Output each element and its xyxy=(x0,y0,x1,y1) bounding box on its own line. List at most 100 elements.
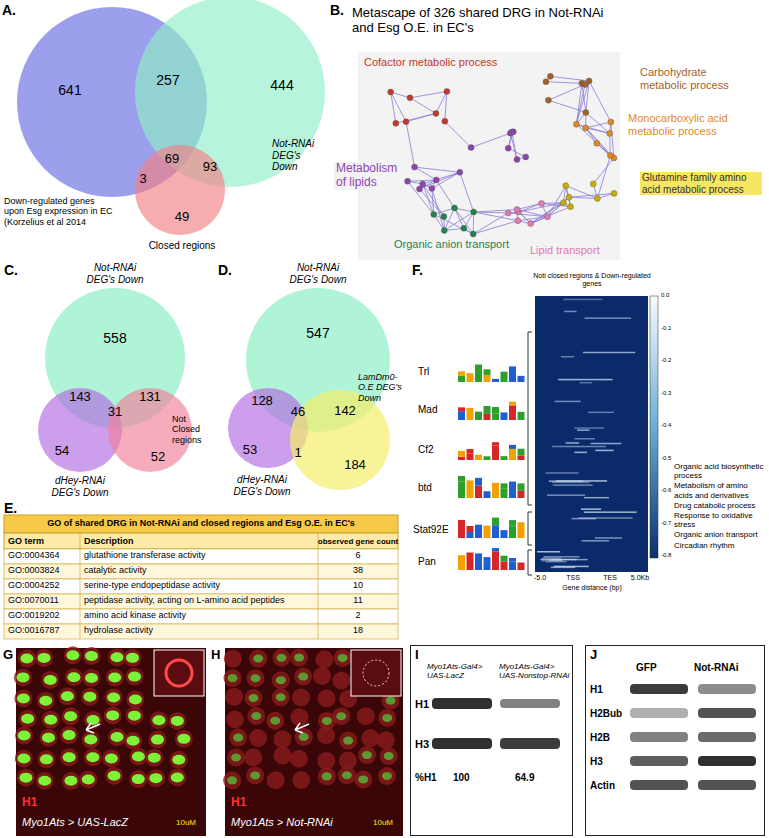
panel-letter: A. xyxy=(2,2,16,18)
circle-label: dHey-RNAi DEG's Down xyxy=(40,475,120,498)
network-edge xyxy=(454,208,473,234)
network-node xyxy=(608,119,614,125)
motif-letter xyxy=(458,371,465,375)
motif-letter xyxy=(475,478,482,486)
venn-count: 93 xyxy=(203,160,217,175)
network-edge xyxy=(444,212,473,230)
go-term: Organic anion transport xyxy=(674,530,766,539)
nucleus xyxy=(21,714,34,724)
cell xyxy=(267,771,285,789)
nucleus xyxy=(85,651,98,661)
circle-label: Not Closed regions xyxy=(172,414,216,445)
table-cell: GO:0004252 xyxy=(8,580,60,590)
motif-letter xyxy=(509,520,516,526)
network-node xyxy=(594,140,600,146)
cell xyxy=(14,668,32,686)
panel-title: Metascape of 326 shared DRG in Not-RNAi … xyxy=(352,6,612,36)
blot-label: H2Bub xyxy=(590,708,622,720)
nucleus xyxy=(108,672,121,682)
blot-panel: JGFPNot-RNAiH1H2BubH2BH3Actin xyxy=(585,645,765,836)
network-node xyxy=(429,185,435,191)
motif-letter xyxy=(467,408,474,420)
go-table xyxy=(4,515,398,639)
network-edge xyxy=(445,91,447,121)
nucleus xyxy=(128,672,141,682)
network-node xyxy=(523,154,529,160)
blot-label: Myo1Ats-Gal4> UAS-Nonstop-RNAi xyxy=(499,662,571,680)
network-node xyxy=(444,88,450,94)
cell xyxy=(104,706,122,724)
table-cell: 2 xyxy=(355,610,360,620)
color-bar xyxy=(650,296,658,558)
nucleus xyxy=(66,650,79,660)
circle-label: Not-RNAi DEG's Down xyxy=(272,138,328,173)
motif-name: Pan xyxy=(418,556,436,568)
nucleus xyxy=(152,715,165,725)
panel-letter: B. xyxy=(330,2,344,18)
table-rule xyxy=(318,533,319,639)
cell xyxy=(14,689,32,707)
table-cell: 11 xyxy=(353,595,362,605)
network-node xyxy=(560,200,566,206)
scale-label: 10uM xyxy=(176,818,196,827)
network-edge xyxy=(586,122,611,128)
panel-letter: I xyxy=(415,648,419,663)
network-edge xyxy=(432,172,460,188)
inset xyxy=(351,650,401,696)
cluster-label: Lipid transport xyxy=(528,244,602,257)
network-ground xyxy=(358,52,620,260)
nucleus xyxy=(227,776,237,784)
heatmap-signal xyxy=(584,511,637,512)
network-edge xyxy=(517,203,542,209)
nucleus xyxy=(336,712,346,720)
network-edge xyxy=(473,213,508,234)
cell xyxy=(37,692,55,710)
blot-band xyxy=(630,756,688,766)
table-cell: 10 xyxy=(353,580,363,590)
network-edge xyxy=(576,85,585,125)
network-node xyxy=(583,125,589,131)
network-edge xyxy=(473,221,518,234)
network-node xyxy=(567,204,573,210)
heatmap-signal xyxy=(577,429,590,431)
network-edge xyxy=(410,98,436,114)
heatmap-signal xyxy=(552,482,590,484)
cell xyxy=(332,707,350,725)
heatmap-signal xyxy=(547,494,585,496)
network-node xyxy=(505,210,511,216)
network-node xyxy=(393,120,399,126)
cell xyxy=(175,730,193,748)
network-edge xyxy=(569,197,597,198)
venn-circle xyxy=(135,145,225,235)
motif-letter xyxy=(492,525,499,538)
cell xyxy=(39,729,57,747)
motif-letter xyxy=(475,364,482,382)
cell xyxy=(246,669,264,687)
motif-letter xyxy=(484,561,491,570)
motif-letter xyxy=(492,551,499,570)
network-edge xyxy=(531,197,569,223)
blot-label: Not-RNAi xyxy=(694,662,738,674)
nucleus xyxy=(127,736,140,746)
network-node xyxy=(433,177,439,183)
nucleus xyxy=(106,710,119,720)
network-node xyxy=(607,130,613,136)
cell xyxy=(170,751,188,769)
cell xyxy=(378,709,396,727)
nucleus xyxy=(250,674,260,682)
axis-tick: TES xyxy=(603,574,617,582)
venn-count: 52 xyxy=(151,450,165,465)
nucleus xyxy=(298,673,308,681)
cell xyxy=(19,710,37,728)
motif-letter xyxy=(475,412,482,420)
axis-tick: -5.0 xyxy=(534,574,546,582)
table-header: GO term xyxy=(8,536,44,546)
venn-count: 131 xyxy=(139,390,161,405)
blot-label: Actin xyxy=(590,780,615,792)
nucleus xyxy=(19,773,32,783)
blot-label: H1 xyxy=(415,698,429,711)
motif-letter xyxy=(518,449,525,456)
network-edge xyxy=(531,207,571,224)
cell xyxy=(150,711,168,729)
nucleus xyxy=(129,695,142,705)
